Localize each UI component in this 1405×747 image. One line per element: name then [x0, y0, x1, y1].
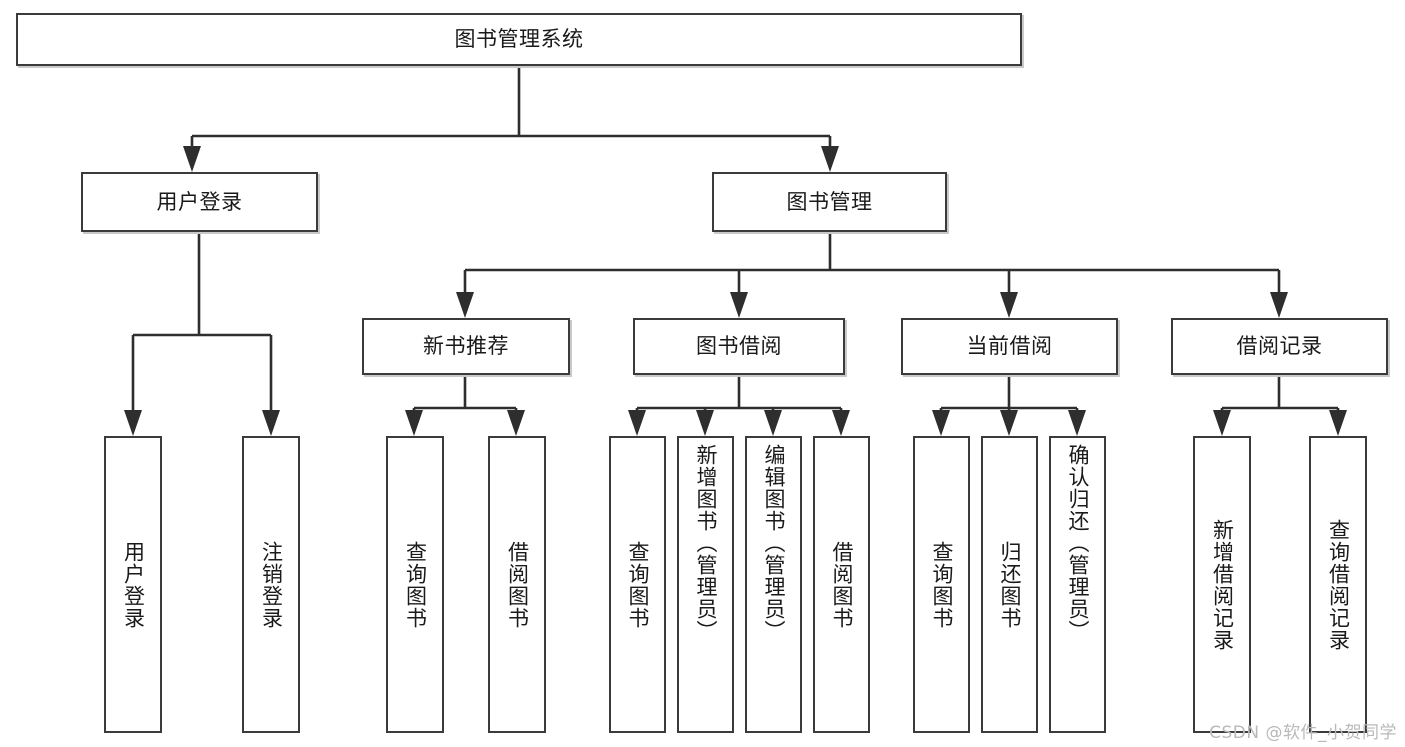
leaf-confirm-return-admin[interactable]: 确认归还（管理员）	[1049, 436, 1106, 733]
arrowhead-book-borrow	[730, 292, 748, 318]
arrowhead-currentborrow-leaf-2	[1000, 410, 1018, 436]
leaf-edit-book-admin[interactable]: 编辑图书（管理员）	[745, 436, 802, 733]
leaf-add-book-admin[interactable]: 新增图书（管理员）	[677, 436, 734, 733]
arrowhead-bookborrow-leaf-1	[628, 410, 646, 436]
node-book-management[interactable]: 图书管理	[712, 172, 947, 232]
leaf-label: 借阅图书	[505, 540, 530, 629]
node-label: 用户登录	[156, 189, 243, 214]
node-label: 借阅记录	[1236, 334, 1323, 359]
leaf-borrow-book-recommend[interactable]: 借阅图书	[488, 436, 546, 733]
node-book-management-system[interactable]: 图书管理系统	[16, 13, 1022, 66]
arrowhead-leaf-user-login	[124, 410, 142, 436]
node-label: 图书管理	[786, 189, 873, 214]
leaf-label: 用户登录	[121, 540, 146, 629]
arrowhead-user-login	[183, 146, 201, 172]
node-user-login[interactable]: 用户登录	[81, 172, 318, 232]
leaf-label: 新增图书（管理员）	[693, 444, 718, 642]
node-label: 图书管理系统	[454, 27, 584, 52]
leaf-label: 查询图书	[625, 540, 650, 629]
arrowhead-borrowrecord-leaf-2	[1329, 410, 1347, 436]
leaf-user-login[interactable]: 用户登录	[104, 436, 162, 733]
leaf-query-borrow-record[interactable]: 查询借阅记录	[1309, 436, 1367, 733]
leaf-logout[interactable]: 注销登录	[242, 436, 300, 733]
node-borrow-record[interactable]: 借阅记录	[1171, 318, 1388, 375]
leaf-label: 查询图书	[929, 540, 954, 629]
leaf-query-book-current[interactable]: 查询图书	[913, 436, 970, 733]
leaf-return-book[interactable]: 归还图书	[981, 436, 1038, 733]
arrowhead-currentborrow-leaf-3	[1068, 410, 1086, 436]
leaf-label: 查询图书	[403, 540, 428, 629]
arrowhead-bookborrow-leaf-2	[696, 410, 714, 436]
arrowhead-leaf-logout	[262, 410, 280, 436]
node-new-book-recommend[interactable]: 新书推荐	[362, 318, 570, 375]
leaf-borrow-book[interactable]: 借阅图书	[813, 436, 870, 733]
arrowhead-current-borrow	[1000, 292, 1018, 318]
arrowhead-borrow-record	[1270, 292, 1288, 318]
leaf-label: 确认归还（管理员）	[1065, 444, 1090, 642]
node-label: 当前借阅	[966, 334, 1053, 359]
node-current-borrow[interactable]: 当前借阅	[901, 318, 1118, 375]
leaf-label: 注销登录	[259, 540, 284, 629]
node-label: 新书推荐	[423, 334, 509, 359]
arrowhead-newbook-leaf-1	[405, 410, 423, 436]
arrowhead-newbook-leaf-2	[507, 410, 525, 436]
node-label: 图书借阅	[696, 334, 782, 359]
leaf-label: 编辑图书（管理员）	[761, 444, 786, 642]
arrowhead-bookborrow-leaf-3	[764, 410, 782, 436]
watermark: CSDN @软件_小贺同学	[1209, 723, 1397, 743]
leaf-label: 借阅图书	[829, 540, 854, 629]
node-book-borrow[interactable]: 图书借阅	[633, 318, 845, 375]
leaf-label: 新增借阅记录	[1210, 518, 1235, 651]
leaf-label: 查询借阅记录	[1326, 518, 1351, 651]
arrowhead-bookborrow-leaf-4	[832, 410, 850, 436]
arrowhead-new-book-recommend	[456, 292, 474, 318]
leaf-add-borrow-record[interactable]: 新增借阅记录	[1193, 436, 1251, 733]
arrowhead-book-manage	[821, 146, 839, 172]
leaf-query-book-borrow[interactable]: 查询图书	[609, 436, 666, 733]
arrowhead-borrowrecord-leaf-1	[1213, 410, 1231, 436]
leaf-query-book-recommend[interactable]: 查询图书	[386, 436, 444, 733]
leaf-label: 归还图书	[997, 540, 1022, 629]
arrowhead-currentborrow-leaf-1	[932, 410, 950, 436]
